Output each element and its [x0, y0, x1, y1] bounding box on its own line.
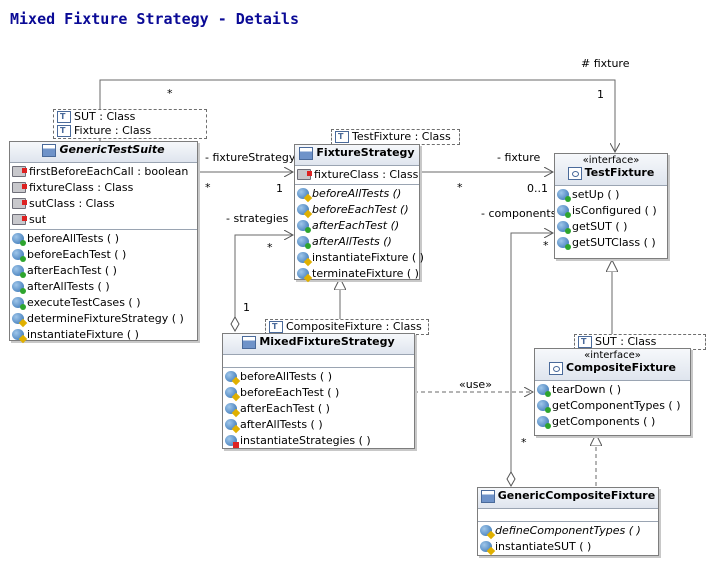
template-icon — [269, 320, 283, 334]
strategies-aggregation-line — [235, 235, 293, 331]
class-icon — [299, 146, 314, 160]
abstract-operation-icon — [297, 220, 311, 233]
interface-test-fixture[interactable]: «interface» TestFixture setUp ( ) isConf… — [554, 153, 668, 259]
abstract-operation-icon — [480, 525, 492, 536]
protected-operation-icon — [225, 419, 237, 430]
class-icon — [242, 335, 257, 349]
interface-icon — [549, 361, 564, 375]
public-operation-icon — [12, 249, 26, 262]
public-operation-icon — [557, 205, 571, 218]
private-field-icon — [297, 169, 312, 180]
class-name: TestFixture — [584, 166, 655, 179]
public-operation-icon — [557, 189, 571, 202]
class-generic-test-suite[interactable]: GenericTestSuite firstBeforeEachCall : b… — [9, 141, 198, 341]
public-operation-icon — [12, 297, 26, 310]
template-parameters: SUT : Class — [574, 334, 706, 350]
multiplicity-label: 1 — [597, 88, 604, 101]
empty-attribute-section — [478, 509, 658, 522]
empty-attribute-section — [223, 355, 414, 368]
public-operation-icon — [537, 400, 551, 413]
strategies-role-label: - strategies — [226, 212, 289, 225]
public-operation-icon — [557, 221, 571, 234]
class-name: GenericCompositeFixture — [497, 489, 656, 502]
public-operation-icon — [537, 416, 551, 429]
private-operation-icon — [225, 435, 239, 448]
protected-operation-icon — [225, 371, 237, 382]
multiplicity-label: * — [205, 181, 211, 194]
multiplicity-label: * — [521, 436, 527, 449]
private-field-icon — [12, 214, 27, 225]
class-mixed-fixture-strategy[interactable]: MixedFixtureStrategy beforeAllTests ( ) … — [222, 333, 415, 449]
abstract-operation-icon — [297, 188, 309, 199]
abstract-operation-icon — [297, 204, 309, 215]
public-operation-icon — [12, 265, 26, 278]
class-name: FixtureStrategy — [316, 146, 415, 159]
protected-operation-icon — [225, 387, 237, 398]
stereotype-label: «interface» — [584, 350, 641, 361]
class-name: GenericTestSuite — [59, 143, 165, 156]
multiplicity-label: 0..1 — [527, 182, 548, 195]
class-icon — [480, 489, 495, 503]
private-field-icon — [12, 182, 27, 193]
multiplicity-label: * — [457, 181, 463, 194]
public-operation-icon — [537, 384, 551, 397]
class-name: MixedFixtureStrategy — [259, 335, 395, 348]
private-field-icon — [12, 166, 27, 177]
multiplicity-label: 1 — [276, 182, 283, 195]
use-stereotype-label: «use» — [459, 378, 492, 391]
class-fixture-strategy[interactable]: FixtureStrategy fixtureClass : Class bef… — [294, 144, 424, 280]
protected-operation-icon — [225, 403, 237, 414]
stereotype-label: «interface» — [582, 155, 640, 166]
private-field-icon — [12, 198, 27, 209]
template-icon — [335, 130, 349, 144]
public-operation-icon — [12, 281, 26, 294]
components-role-label: - components — [481, 207, 557, 220]
protected-operation-icon — [297, 268, 309, 279]
interface-icon — [567, 166, 582, 180]
multiplicity-label: * — [267, 241, 273, 254]
fixture-link-label: - fixture — [497, 151, 541, 164]
protected-operation-icon — [12, 313, 24, 324]
fixture-role-label: # fixture — [581, 57, 630, 70]
protected-operation-icon — [12, 329, 24, 340]
multiplicity-label: * — [543, 239, 549, 252]
template-icon — [57, 124, 71, 138]
protected-operation-icon — [480, 541, 492, 552]
multiplicity-label: * — [167, 87, 173, 100]
public-operation-icon — [557, 237, 571, 250]
multiplicity-label: 1 — [243, 301, 250, 314]
public-operation-icon — [12, 233, 26, 246]
class-name: CompositeFixture — [566, 361, 676, 374]
template-parameters: TestFixture : Class — [331, 129, 460, 145]
template-icon — [57, 110, 71, 124]
class-generic-composite-fixture[interactable]: GenericCompositeFixture defineComponentT… — [477, 487, 659, 556]
protected-operation-icon — [297, 252, 309, 263]
interface-composite-fixture[interactable]: «interface» CompositeFixture tearDown ( … — [534, 348, 691, 436]
class-icon — [42, 143, 57, 157]
template-parameters: SUT : Class Fixture : Class — [53, 109, 207, 139]
components-aggregation-line — [511, 233, 553, 486]
diagram-title: Mixed Fixture Strategy - Details — [10, 10, 299, 28]
fixture-strategy-role-label: - fixtureStrategy — [205, 151, 296, 164]
abstract-operation-icon — [297, 236, 311, 249]
template-icon — [578, 335, 592, 349]
